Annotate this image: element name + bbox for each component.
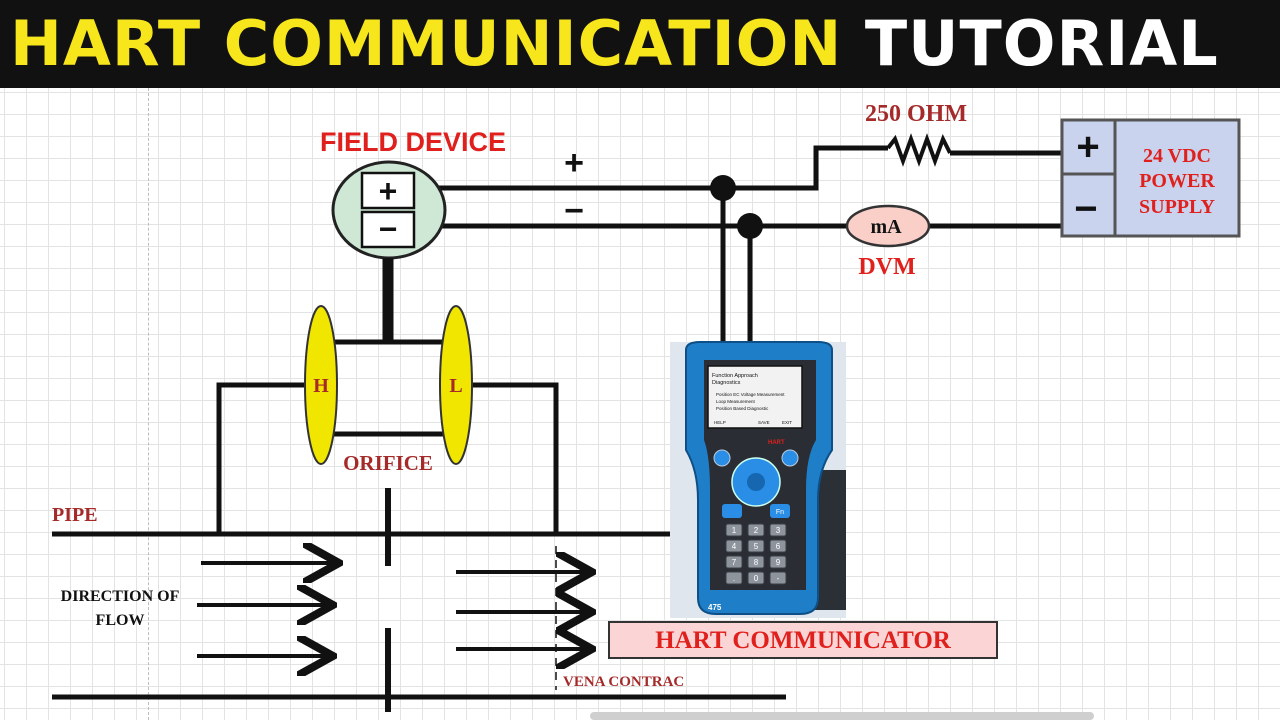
keypad-key[interactable] <box>769 571 787 585</box>
banner-title-part1: HART COMMUNICATION <box>10 7 843 80</box>
hart-communicator-device: Function Approach Diagnostics Position E… <box>670 341 846 618</box>
keypad-key-label: 6 <box>776 542 781 551</box>
keypad-key[interactable] <box>747 523 765 537</box>
screen-menu-item: Position EC Voltage Measurement <box>716 392 785 397</box>
device-plus-terminal: + <box>379 173 398 209</box>
junction-positive <box>710 175 736 201</box>
keypad-key-label: - <box>777 574 780 583</box>
keypad-key-label: 1 <box>732 526 737 535</box>
resistor-symbol <box>886 133 952 167</box>
pipe <box>52 488 786 712</box>
junction-negative <box>737 213 763 239</box>
keypad-key-label: 9 <box>776 558 781 567</box>
communicator-label: HART COMMUNICATOR <box>655 627 952 654</box>
flow-label-line2: FLOW <box>96 612 145 629</box>
dvm-label: DVM <box>858 254 915 280</box>
low-pressure-tap: L <box>439 305 473 465</box>
high-impulse-line <box>216 382 306 534</box>
field-device: + − <box>331 160 447 260</box>
power-key[interactable] <box>713 449 731 467</box>
banner-title-part2: TUTORIAL <box>864 7 1219 80</box>
pipe-label: PIPE <box>52 504 98 526</box>
screen-menu-item: Position Based Diagnostic <box>716 406 769 411</box>
title-banner: HART COMMUNICATION TUTORIAL <box>0 0 1280 88</box>
softkey-label: SAVE <box>758 420 770 425</box>
low-tap-label: L <box>449 375 462 397</box>
screen-subtitle: Diagnostics <box>712 380 741 386</box>
keypad-key[interactable] <box>725 539 743 553</box>
milliamp-meter: mA <box>845 204 931 248</box>
wire-minus-sign: − <box>564 192 584 230</box>
fn-key[interactable] <box>770 504 790 518</box>
keypad-key-label: . <box>733 574 735 583</box>
power-supply: + − 24 VDC POWER SUPPLY <box>1060 118 1241 238</box>
device-minus-terminal: − <box>379 211 398 247</box>
supply-label-line1: 24 VDC <box>1143 145 1211 167</box>
keypad-key[interactable] <box>747 555 765 569</box>
flow-label-line1: DIRECTION OF <box>61 588 180 605</box>
keypad-key-label: 8 <box>754 558 759 567</box>
positive-wire <box>412 145 888 191</box>
device-brand: HART <box>768 440 785 446</box>
meter-label: mA <box>870 216 902 238</box>
keypad-key-label: 2 <box>754 526 759 535</box>
keypad-key[interactable] <box>769 539 787 553</box>
keypad-key-label: 0 <box>754 574 759 583</box>
keypad-key[interactable] <box>725 523 743 537</box>
device-screen <box>707 365 803 429</box>
supply-label-line3: SUPPLY <box>1139 196 1216 218</box>
vena-contracta-label: VENA CONTRAC <box>563 674 684 690</box>
field-device-label: FIELD DEVICE <box>320 127 506 157</box>
keypad-key-label: 7 <box>732 558 737 567</box>
loop-wiring <box>412 145 1062 342</box>
high-tap-label: H <box>313 375 329 397</box>
function-key[interactable] <box>722 504 742 518</box>
screen-menu-item: Loop Measurement <box>716 399 756 404</box>
keypad-key-label: 3 <box>776 526 781 535</box>
orifice-label: ORIFICE <box>343 451 433 475</box>
supply-label-line2: POWER <box>1139 170 1215 192</box>
keypad-key-label: 4 <box>732 542 737 551</box>
flow-arrows <box>197 563 588 656</box>
keypad-key-label: 5 <box>754 542 759 551</box>
supply-plus-terminal: + <box>1076 125 1099 169</box>
fn-key-label: Fn <box>776 509 784 516</box>
keypad-key[interactable] <box>769 523 787 537</box>
tab-key[interactable] <box>781 449 799 467</box>
banner-title: HART COMMUNICATION TUTORIAL <box>10 6 1219 82</box>
grid-guide-line <box>148 88 149 720</box>
keypad-key[interactable] <box>747 571 765 585</box>
high-pressure-tap: H <box>304 305 338 465</box>
softkey-label: EXIT <box>782 420 792 425</box>
numeric-keypad: 1 2 3 4 5 6 7 8 9. 0 - <box>725 523 787 585</box>
screen-title: Function Approach <box>712 373 758 379</box>
supply-minus-terminal: − <box>1074 187 1097 231</box>
low-impulse-line <box>470 382 559 534</box>
keypad-key[interactable] <box>747 539 765 553</box>
resistor-label: 250 OHM <box>865 101 967 127</box>
softkey-label: HELP <box>714 420 726 425</box>
scrollbar[interactable] <box>590 712 1094 720</box>
enter-key[interactable] <box>747 473 765 491</box>
keypad-key[interactable] <box>769 555 787 569</box>
keypad-key[interactable] <box>725 571 743 585</box>
keypad-key[interactable] <box>725 555 743 569</box>
device-model: 475 <box>708 603 722 612</box>
communicator-label-box: HART COMMUNICATOR <box>608 621 998 659</box>
wire-plus-sign: + <box>564 144 584 182</box>
